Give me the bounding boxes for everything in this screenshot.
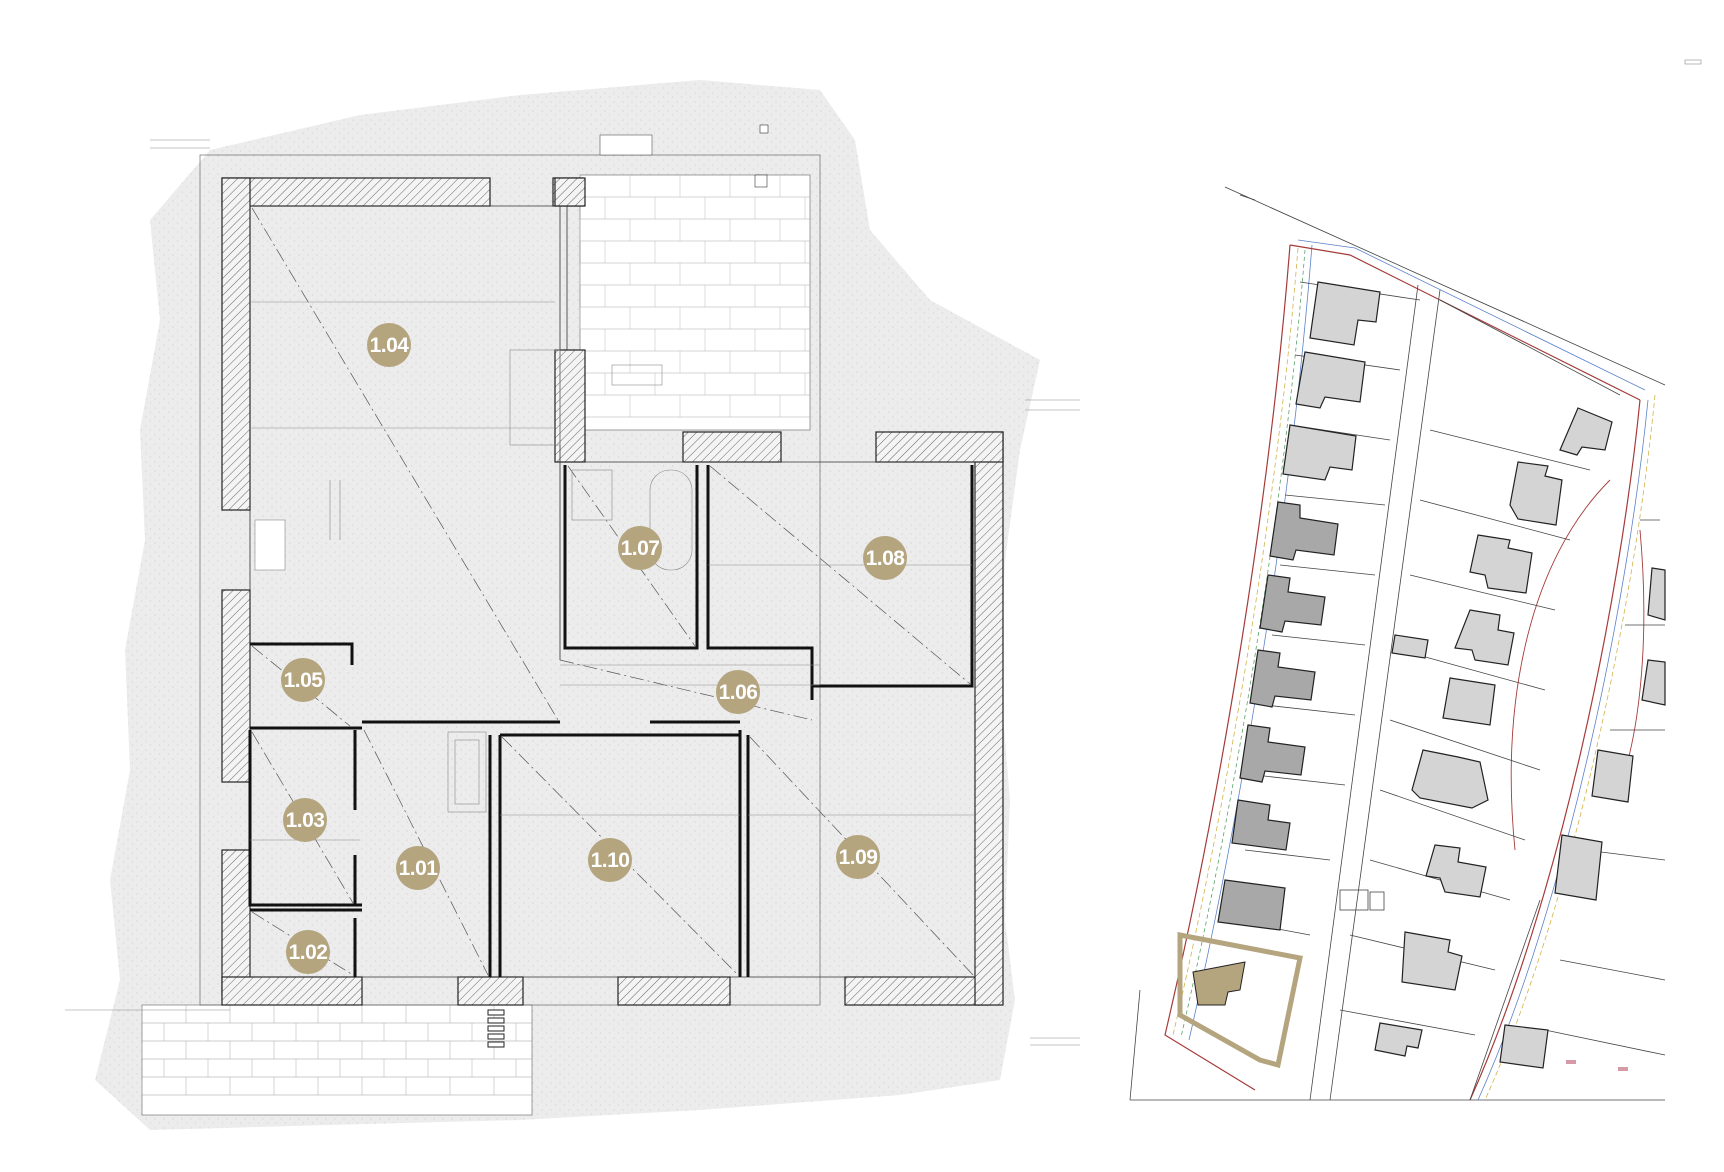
svg-text:1.09: 1.09 — [839, 846, 878, 869]
room-label-1-03: 1.03 — [283, 798, 327, 842]
entrance-steps — [487, 1009, 505, 1048]
subject-plot — [1177, 931, 1303, 1069]
svg-text:1.08: 1.08 — [866, 547, 906, 570]
room-label-1-08: 1.08 — [863, 536, 907, 580]
paving-bottom — [141, 1004, 533, 1116]
svg-text:1.05: 1.05 — [284, 669, 324, 692]
room-label-1-06: 1.06 — [716, 670, 760, 714]
terrace-top-right — [579, 174, 811, 431]
room-label-1-05: 1.05 — [281, 658, 325, 702]
room-label-1-09: 1.09 — [836, 835, 880, 879]
svg-text:1.03: 1.03 — [286, 809, 325, 832]
floor-plan: 1.04 1.07 1.08 1.05 1.06 1.03 — [65, 59, 1702, 1130]
room-labels: 1.04 1.07 1.08 1.05 1.06 1.03 — [281, 323, 907, 974]
svg-text:1.07: 1.07 — [621, 537, 660, 560]
room-label-1-01: 1.01 — [396, 846, 440, 890]
interior-walls — [248, 465, 974, 977]
room-label-1-07: 1.07 — [618, 526, 662, 570]
svg-text:1.04: 1.04 — [370, 334, 410, 357]
svg-text:1.02: 1.02 — [289, 941, 328, 964]
room-label-1-10: 1.10 — [588, 838, 632, 882]
neighbour-houses — [1217, 281, 1666, 1069]
svg-text:1.10: 1.10 — [591, 849, 630, 872]
site-plan — [1129, 186, 1666, 1101]
svg-text:1.01: 1.01 — [399, 857, 439, 880]
room-label-1-02: 1.02 — [286, 930, 330, 974]
svg-text:1.06: 1.06 — [719, 681, 758, 704]
room-label-1-04: 1.04 — [367, 323, 411, 367]
